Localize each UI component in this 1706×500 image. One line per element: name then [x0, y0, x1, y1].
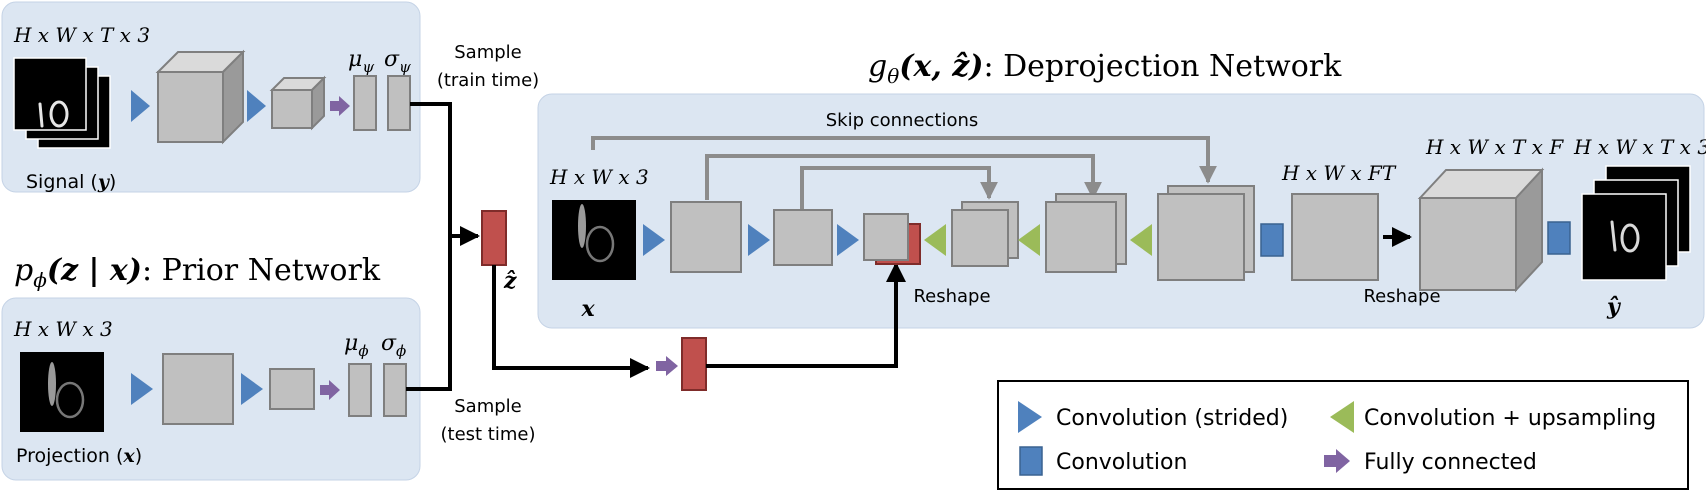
sample-test-line1: Sample	[454, 396, 522, 417]
train-sample-connector	[410, 102, 480, 246]
skip-connections-label: Skip connections	[826, 110, 979, 131]
latent-z-sample	[481, 210, 507, 266]
prior-block-small	[269, 368, 315, 410]
prior-mu: μϕ	[344, 331, 369, 360]
enc-cube-small	[269, 75, 327, 131]
depro-dec-block-2	[1045, 193, 1127, 273]
latent-path-up	[706, 262, 906, 368]
projection-label: Projection (x)	[16, 445, 142, 467]
enc-conv-strided-2	[247, 90, 266, 122]
legend-conv-upsampling-icon	[1330, 401, 1354, 433]
prior-sigma-block	[383, 363, 407, 417]
sample-test-line2: (test time)	[440, 424, 535, 445]
prior-conv-strided-1	[131, 373, 153, 405]
reshape-label-1: Reshape	[913, 286, 990, 307]
depro-conv-upsampling-1	[924, 224, 946, 256]
legend-fully-connected-label: Fully connected	[1364, 450, 1537, 475]
enc-sigma-block	[387, 75, 411, 131]
enc-fully-connected-arrow	[330, 96, 350, 116]
prior-conv-strided-2	[241, 373, 263, 405]
depro-enc-block-2	[773, 209, 833, 266]
encoder-input-dims: H x W x T x 3	[13, 23, 150, 47]
prior-fully-connected-arrow	[320, 380, 340, 400]
output-dims: H x W x T x 3	[1573, 135, 1706, 159]
legend-conv-strided-label: Convolution (strided)	[1056, 406, 1288, 431]
legend-conv-icon	[1019, 446, 1043, 476]
latent-fc-block	[681, 337, 707, 391]
legend-fully-connected-icon	[1324, 449, 1350, 473]
enc-sigma: σψ	[384, 47, 411, 76]
prior-mu-block	[348, 363, 372, 417]
latent-path-down	[492, 265, 650, 378]
dims-ft-label: H x W x FT	[1281, 161, 1397, 185]
signal-label: Signal (y)	[26, 171, 116, 193]
enc-mu: μψ	[348, 47, 374, 76]
depro-input-var: x	[580, 296, 595, 322]
deprojection-title: gθ(x, ẑ): Deprojection Network	[868, 49, 1342, 88]
depro-output-cube	[1417, 167, 1545, 293]
output-var: ŷ	[1606, 294, 1622, 320]
output-frames	[1581, 165, 1691, 281]
latent-z-label: ẑ	[503, 268, 517, 294]
enc-mu-block	[353, 75, 377, 131]
skip-connection-outer	[591, 136, 1217, 184]
sample-train-line2: (train time)	[437, 70, 539, 91]
depro-dec-block-3	[1157, 185, 1255, 281]
depro-input-dims: H x W x 3	[549, 165, 649, 189]
depro-conv-strided-1	[643, 224, 665, 256]
reshape-label-2: Reshape	[1363, 286, 1440, 307]
prior-input-dims: H x W x 3	[13, 317, 113, 341]
depro-conv-2	[1547, 221, 1571, 255]
signal-frames	[13, 57, 111, 149]
depro-ft-block	[1291, 193, 1379, 281]
dims-txf-label: H x W x T x F	[1425, 135, 1564, 159]
projection-image	[20, 352, 104, 432]
skip-connection-inner	[800, 166, 998, 210]
depro-dec-block-1	[951, 201, 1019, 267]
prior-block-large	[162, 353, 234, 425]
test-sample-connector	[406, 236, 452, 391]
legend-conv-upsampling-label: Convolution + upsampling	[1364, 406, 1656, 431]
enc-cube-large	[155, 49, 246, 145]
depro-conv-strided-3	[837, 224, 859, 256]
depro-conv-upsampling-2	[1018, 224, 1040, 256]
depro-enc-block-1	[670, 201, 742, 273]
legend-conv-label: Convolution	[1056, 450, 1187, 475]
prior-title: pϕ(z | x): Prior Network	[14, 253, 381, 292]
depro-conv-upsampling-3	[1130, 224, 1152, 256]
depro-conv-strided-2	[748, 224, 770, 256]
legend-conv-strided-icon	[1018, 401, 1042, 433]
bottleneck-block	[863, 213, 909, 261]
sample-train-line1: Sample	[454, 42, 522, 63]
depro-conv-1	[1260, 223, 1284, 257]
enc-conv-strided-1	[131, 90, 150, 122]
skip-connection-middle	[705, 154, 1102, 200]
latent-fully-connected-arrow	[656, 356, 678, 376]
prior-sigma: σϕ	[381, 331, 406, 360]
legend-box	[997, 380, 1689, 490]
depro-input-image	[552, 200, 636, 280]
